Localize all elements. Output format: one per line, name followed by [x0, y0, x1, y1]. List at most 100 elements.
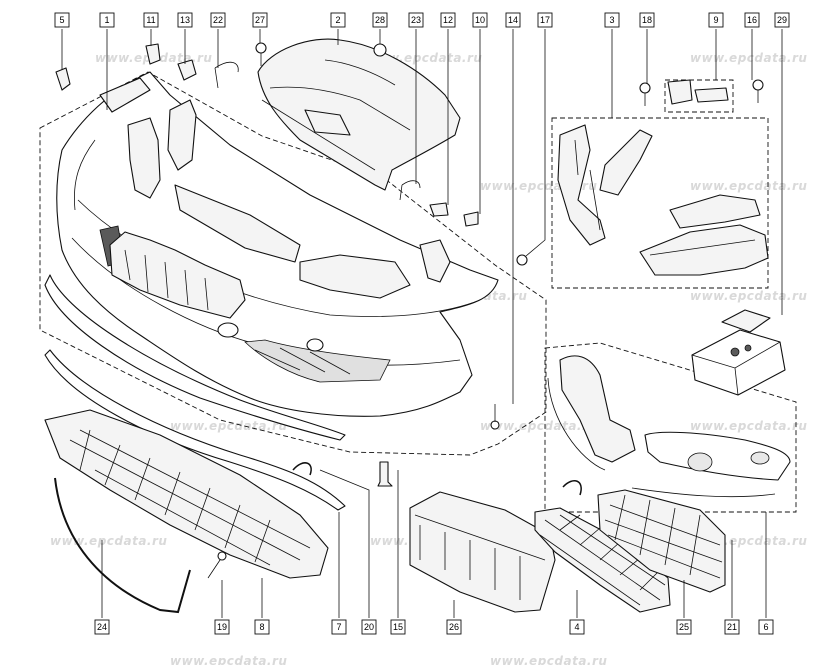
callout-13: 13	[177, 12, 193, 28]
callout-2: 2	[330, 12, 346, 28]
lower-splitter	[44, 409, 329, 579]
callout-box	[676, 619, 692, 635]
callout-number: 3	[609, 15, 614, 25]
callout-29: 29	[774, 12, 790, 28]
callout-box	[252, 12, 268, 28]
callout-box	[569, 619, 585, 635]
callout-27: 27	[252, 12, 268, 28]
callout-number: 7	[336, 622, 341, 632]
callout-number: 8	[259, 622, 264, 632]
callout-number: 9	[713, 15, 718, 25]
center-grille	[409, 491, 556, 613]
callout-box	[505, 12, 521, 28]
callout-25: 25	[676, 619, 692, 635]
watermark-text: www.epcdata.ru	[690, 289, 807, 303]
callout-8: 8	[254, 619, 270, 635]
callout-box	[472, 12, 488, 28]
callout-24: 24	[94, 619, 110, 635]
callout-number: 2	[335, 15, 340, 25]
leader-lines	[61, 29, 783, 618]
callout-number: 14	[508, 15, 518, 25]
callout-26: 26	[446, 619, 462, 635]
clips	[55, 43, 729, 227]
fog-lamp-bezel-set	[547, 355, 791, 498]
callout-16: 16	[744, 12, 760, 28]
callout-box	[537, 12, 553, 28]
clip-kit-box	[691, 309, 786, 396]
callout-28: 28	[372, 12, 388, 28]
callout-21: 21	[724, 619, 740, 635]
callout-box	[758, 619, 774, 635]
callout-number: 13	[180, 15, 190, 25]
callout-box	[214, 619, 230, 635]
callout-number: 20	[364, 622, 374, 632]
callout-number: 15	[393, 622, 403, 632]
callout-number: 21	[727, 622, 737, 632]
mesh-grille	[597, 489, 726, 593]
callout-box	[408, 12, 424, 28]
callout-number: 19	[217, 622, 227, 632]
callout-9: 9	[708, 12, 724, 28]
callout-number: 1	[104, 15, 109, 25]
callout-box	[177, 12, 193, 28]
callout-number: 24	[97, 622, 107, 632]
callout-number: 4	[574, 622, 579, 632]
callout-box	[143, 12, 159, 28]
callout-number: 16	[747, 15, 757, 25]
callout-box	[724, 619, 740, 635]
callout-number: 10	[475, 15, 485, 25]
callout-10: 10	[472, 12, 488, 28]
callout-number: 26	[449, 622, 459, 632]
callout-box	[54, 12, 70, 28]
callout-5: 5	[54, 12, 70, 28]
callout-box	[330, 12, 346, 28]
callout-number: 12	[443, 15, 453, 25]
callout-box	[361, 619, 377, 635]
watermark-text: www.epcdata.ru	[690, 419, 807, 433]
watermark-text: www.epcdata.ru	[170, 654, 287, 665]
callout-box	[390, 619, 406, 635]
callout-19: 19	[214, 619, 230, 635]
callout-box	[604, 12, 620, 28]
callout-box	[708, 12, 724, 28]
callout-7: 7	[331, 619, 347, 635]
callout-18: 18	[639, 12, 655, 28]
watermark-text: www.epcdata.ru	[690, 179, 807, 193]
lower-mouldings	[44, 274, 346, 511]
callout-box	[99, 12, 115, 28]
callout-number: 6	[763, 622, 768, 632]
watermark-text: www.epcdata.ru	[690, 51, 807, 65]
callout-box	[254, 619, 270, 635]
assembly-outlines	[39, 71, 797, 513]
callout-22: 22	[210, 12, 226, 28]
callout-box	[744, 12, 760, 28]
watermark-text: www.epcdata.ru	[50, 534, 167, 548]
callout-box	[94, 619, 110, 635]
callout-number: 28	[375, 15, 385, 25]
callout-15: 15	[390, 619, 406, 635]
callout-4: 4	[569, 619, 585, 635]
callout-number: 25	[679, 622, 689, 632]
fasteners	[207, 42, 764, 579]
callout-number: 5	[59, 15, 64, 25]
callout-box	[639, 12, 655, 28]
callout-box	[210, 12, 226, 28]
watermark-text: www.epcdata.ru	[490, 654, 607, 665]
callout-number: 23	[411, 15, 421, 25]
callout-11: 11	[143, 12, 159, 28]
callout-number: 11	[146, 15, 155, 25]
spring-clips	[292, 462, 582, 496]
watermark-text: www.epcdata.ru	[170, 419, 287, 433]
engine-undertray	[257, 38, 461, 191]
callout-17: 17	[537, 12, 553, 28]
callout-number: 18	[642, 15, 652, 25]
callout-14: 14	[505, 12, 521, 28]
callout-12: 12	[440, 12, 456, 28]
bumper-bracket-assembly	[557, 124, 769, 276]
watermark-text: www.epcdata.ru	[480, 419, 597, 433]
callout-number: 17	[540, 15, 550, 25]
callout-box	[440, 12, 456, 28]
side-guide-brackets	[127, 99, 451, 299]
